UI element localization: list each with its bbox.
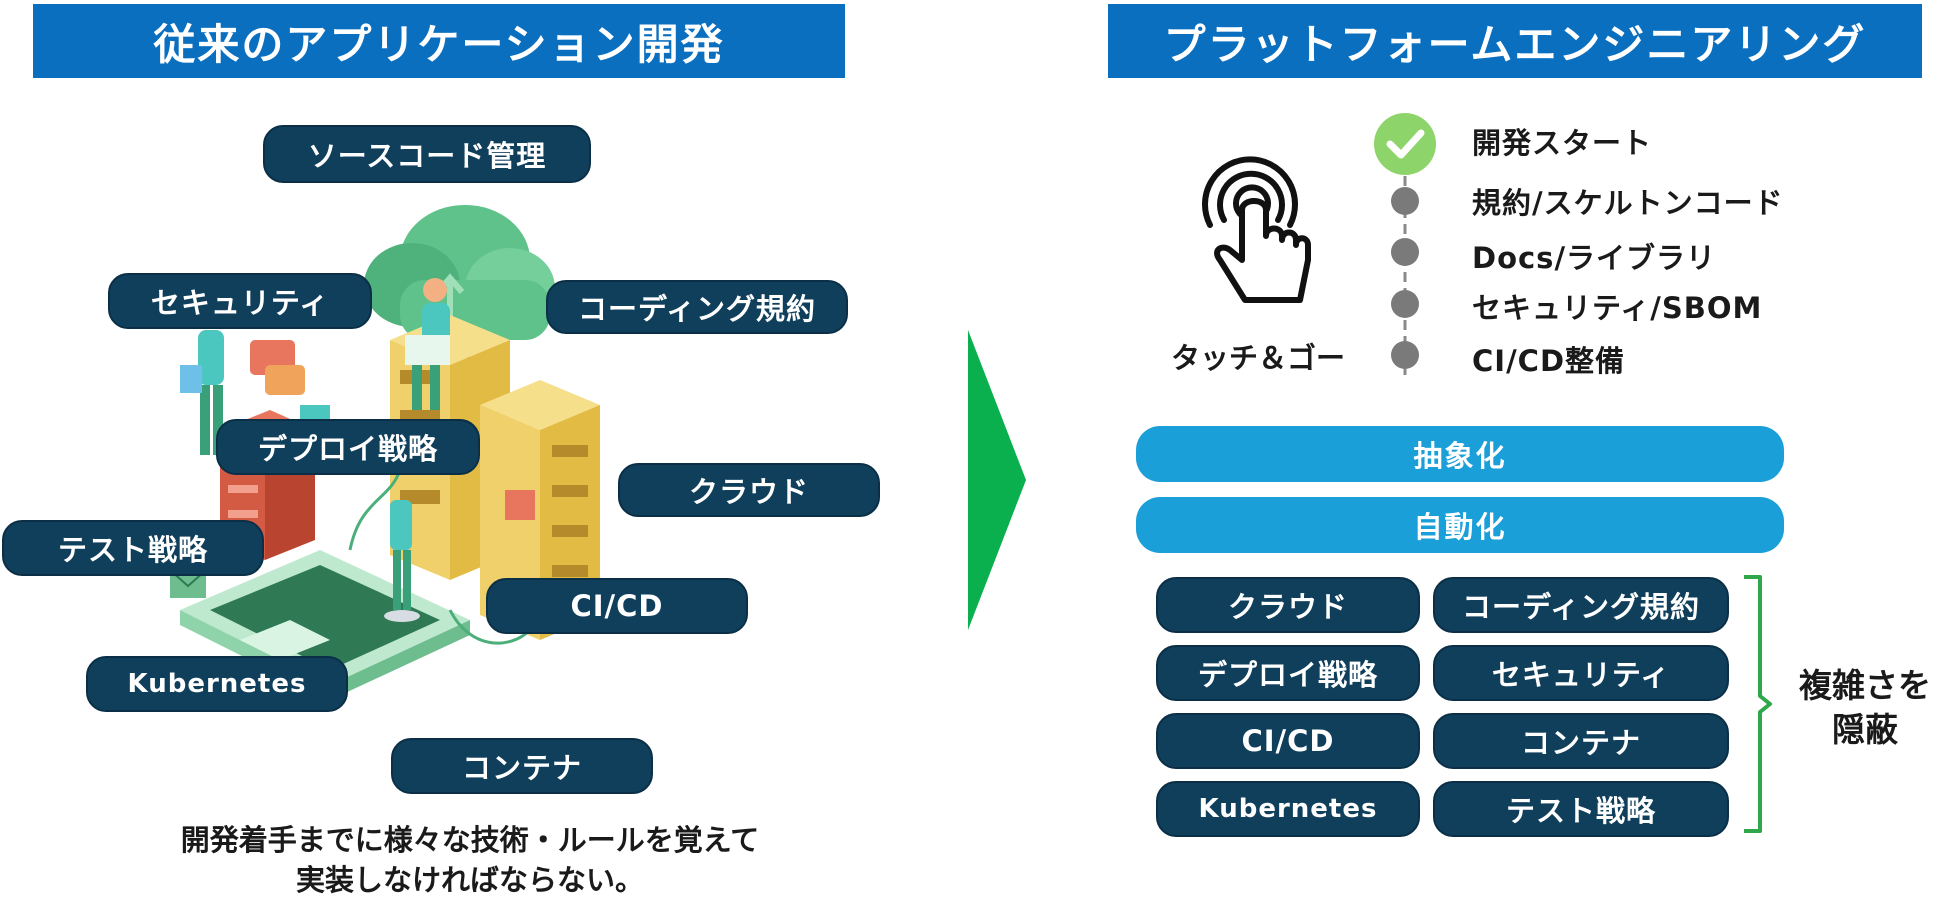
layer-abstraction: 抽象化 (1136, 426, 1784, 482)
step-dot (1391, 290, 1419, 318)
pill-kubernetes: Kubernetes (86, 656, 348, 712)
check-circle-icon (1374, 113, 1436, 175)
hide-line-2: 隠蔽 (1832, 710, 1898, 749)
touch-hand-icon (1202, 156, 1311, 303)
hide-line-1: 複雑さを (1799, 666, 1931, 705)
grid-cloud: クラウド (1156, 577, 1420, 633)
hide-complexity-label: 複雑さを 隠蔽 (1790, 664, 1940, 752)
right-header: プラットフォームエンジニアリング (1108, 4, 1922, 78)
layer-automation: 自動化 (1136, 497, 1784, 553)
step-docs: Docs/ライブラリ (1472, 241, 1717, 275)
caption-line-2: 実装しなければならない。 (295, 863, 644, 897)
check-icon (1386, 129, 1425, 159)
grid-cicd: CI/CD (1156, 713, 1420, 769)
pill-deploy-strategy: デプロイ戦略 (216, 419, 480, 475)
step-cicd: CI/CD整備 (1472, 344, 1626, 378)
grid-kubernetes: Kubernetes (1156, 781, 1420, 837)
person-standing-icon (384, 500, 420, 622)
arrow-right-icon (968, 330, 1026, 630)
pill-test-strategy: テスト戦略 (2, 520, 264, 576)
pill-cloud: クラウド (618, 463, 880, 517)
step-skeleton: 規約/スケルトンコード (1472, 186, 1784, 220)
laptop-icon (180, 550, 470, 700)
step-dot (1391, 238, 1419, 266)
grid-coding-standards: コーディング規約 (1433, 577, 1729, 633)
step-dot (1391, 341, 1419, 369)
pill-source-control: ソースコード管理 (263, 125, 591, 183)
touch-and-go-label: タッチ＆ゴー (1170, 341, 1345, 375)
pill-security: セキュリティ (108, 273, 372, 329)
cube-icon (505, 490, 535, 520)
left-caption: 開発着手までに様々な技術・ルールを覚えて 実装しなければならない。 (60, 820, 880, 900)
caption-line-1: 開発着手までに様々な技術・ルールを覚えて (180, 823, 760, 857)
grid-test-strategy: テスト戦略 (1433, 781, 1729, 837)
step-security: セキュリティ/SBOM (1472, 291, 1763, 325)
grid-security: セキュリティ (1433, 645, 1729, 701)
pill-cicd: CI/CD (486, 578, 748, 634)
pill-container: コンテナ (391, 738, 653, 794)
brace-icon (1744, 575, 1772, 833)
step-dev-start: 開発スタート (1472, 126, 1653, 160)
step-dot (1391, 187, 1419, 215)
pill-coding-standards: コーディング規約 (546, 280, 848, 334)
left-header: 従来のアプリケーション開発 (33, 4, 845, 78)
person-on-server-icon (405, 278, 450, 410)
chat-bubble-icon (250, 340, 305, 395)
grid-deploy-strategy: デプロイ戦略 (1156, 645, 1420, 701)
grid-container: コンテナ (1433, 713, 1729, 769)
